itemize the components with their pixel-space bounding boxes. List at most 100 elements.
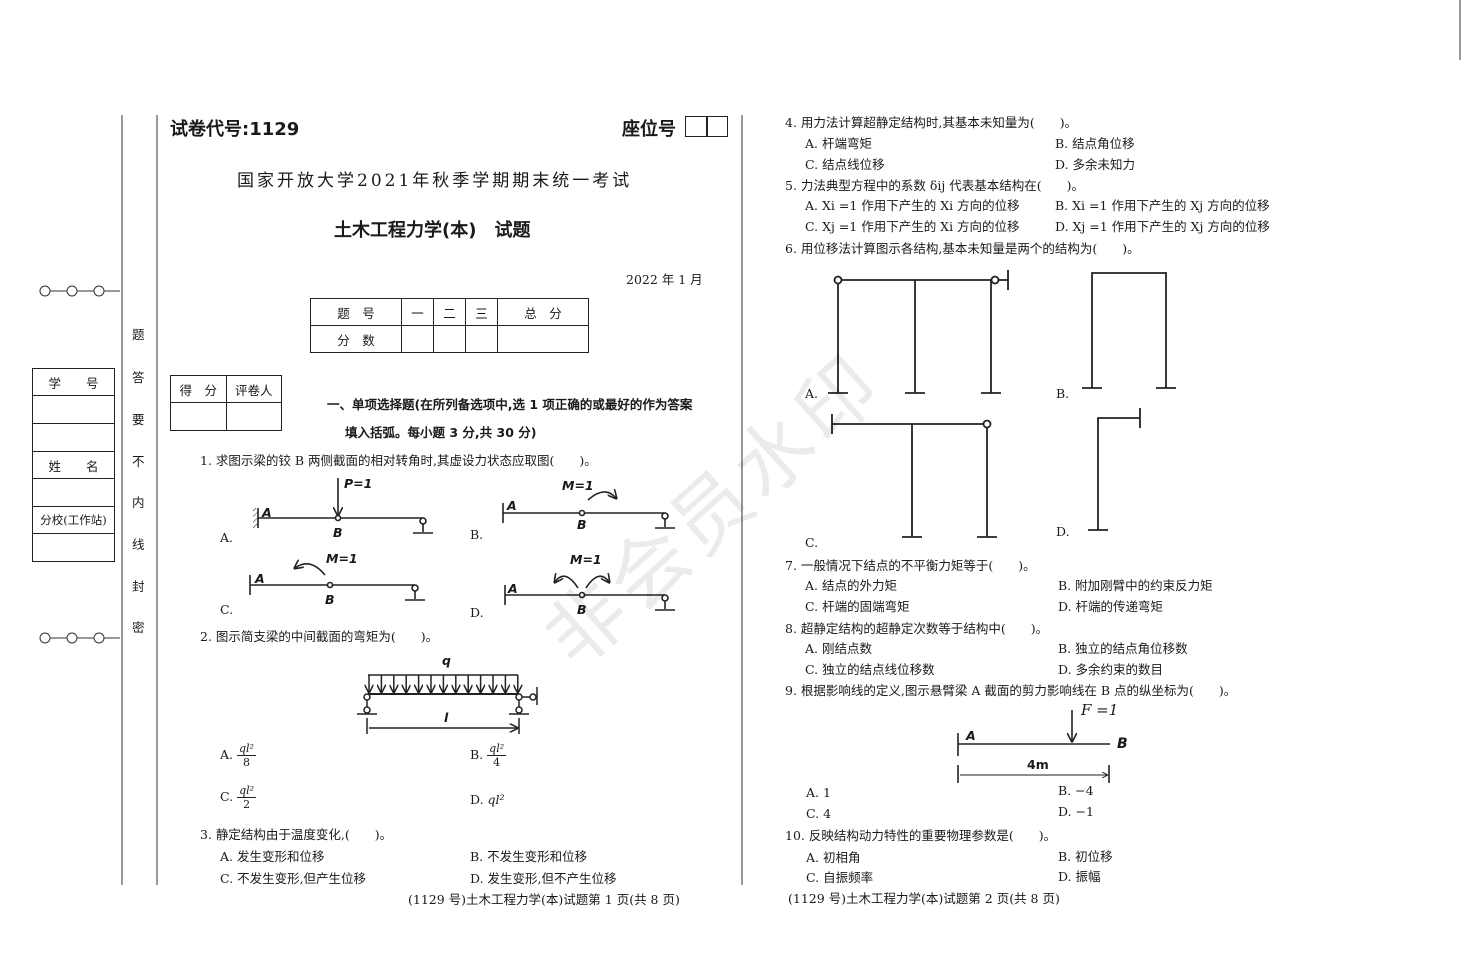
score-cell[interactable]	[496, 325, 590, 353]
q2-stem: 2. 图示简支梁的中间截面的弯矩为( )。	[200, 629, 439, 644]
q1-moment-label: M=1	[326, 551, 358, 566]
student-id-field-2[interactable]	[32, 423, 115, 452]
q3-option-d: D. 发生变形,但不产生位移	[470, 871, 617, 886]
q1-b-label: B	[333, 525, 343, 540]
q4-option-b: B. 结点角位移	[1055, 136, 1135, 151]
q6-option-a: A.	[805, 386, 819, 401]
q1-option-a: A.	[220, 530, 234, 545]
q1-b-label: B	[325, 592, 335, 607]
score-cell[interactable]	[464, 325, 498, 353]
student-info-table: 学 号 姓 名 分校(工作站)	[32, 368, 115, 562]
q8-option-d: D. 多余约束的数目	[1058, 662, 1164, 677]
page2-footer: (1129 号)土木工程力学(本)试题第 2 页(共 8 页)	[788, 891, 1060, 906]
q5-option-b: B. Xi =1 作用下产生的 Xj 方向的位移	[1055, 198, 1270, 213]
q6-figure-a	[828, 270, 1009, 394]
score-field[interactable]	[170, 402, 227, 431]
q2-option-d: D. ql²	[470, 792, 505, 807]
q10-stem: 10. 反映结构动力特性的重要物理参数是( )。	[785, 828, 1057, 843]
q7-option-c: C. 杆端的固端弯矩	[805, 599, 910, 614]
score-header-cell: 二	[433, 298, 466, 326]
q1-stem: 1. 求图示梁的铰 B 两侧截面的相对转角时,其虚设力状态应取图( )。	[200, 453, 597, 468]
score-cell[interactable]	[401, 325, 435, 353]
student-id-field[interactable]	[32, 395, 115, 424]
grader-table: 得 分评卷人	[170, 375, 282, 431]
q5-option-d: D. Xj =1 作用下产生的 Xj 方向的位移	[1055, 219, 1270, 234]
q6-option-d: D.	[1056, 524, 1070, 539]
q9-a-label: A	[966, 728, 976, 743]
q6-option-c: C.	[805, 535, 819, 550]
binding-circles-bottom	[39, 632, 120, 644]
q6-figure-c	[831, 414, 997, 538]
q1-option-b: B.	[470, 527, 484, 542]
q1-figure-d	[504, 576, 675, 611]
score-header-cell: 总 分	[496, 298, 590, 326]
option-key: A.	[220, 747, 234, 762]
q4-stem: 4. 用力法计算超静定结构时,其基本未知量为( )。	[785, 115, 1078, 130]
q3-stem: 3. 静定结构由于温度变化,( )。	[200, 827, 393, 842]
q7-option-d: D. 杆端的传递弯矩	[1058, 599, 1164, 614]
page1-footer: (1129 号)土木工程力学(本)试题第 1 页(共 8 页)	[408, 892, 680, 907]
q8-option-c: C. 独立的结点线位移数	[805, 662, 935, 677]
q9-length-label: 4m	[1027, 757, 1049, 772]
margin-char: 不	[132, 454, 145, 469]
q8-option-b: B. 独立的结点角位移数	[1058, 641, 1188, 656]
q1-a-label: A	[262, 505, 272, 520]
q7-option-a: A. 结点的外力矩	[805, 578, 897, 593]
margin-char: 内	[132, 495, 145, 510]
q4-option-a: A. 杆端弯矩	[805, 136, 872, 151]
q9-option-d: D. −1	[1058, 804, 1094, 819]
margin-char: 答	[132, 370, 145, 385]
q3-option-c: C. 不发生变形,但产生位移	[220, 871, 367, 886]
q8-option-a: A. 刚结点数	[805, 641, 872, 656]
section-heading: 一、单项选择题(在所列备选项中,选 1 项正确的或最好的作为答案	[327, 397, 693, 412]
score-cell[interactable]	[433, 325, 466, 353]
branch-field[interactable]	[32, 533, 115, 562]
score-label: 得 分	[170, 375, 227, 403]
q2-load-label: q	[442, 653, 451, 668]
q3-option-b: B. 不发生变形和位移	[470, 849, 588, 864]
q9-option-a: A. 1	[806, 785, 831, 800]
q1-option-c: C.	[220, 602, 234, 617]
q10-option-d: D. 振幅	[1058, 869, 1101, 884]
q2-figure	[357, 674, 538, 734]
numerator: ql²	[487, 742, 507, 756]
q9-force-label: F =1	[1081, 701, 1119, 719]
q8-stem: 8. 超静定结构的超静定次数等于结构中( )。	[785, 621, 1049, 636]
q5-stem: 5. 力法典型方程中的系数 δij 代表基本结构在( )。	[785, 178, 1084, 193]
q1-load-label: P=1	[344, 476, 373, 491]
q5-option-c: C. Xj =1 作用下产生的 Xi 方向的位移	[805, 219, 1020, 234]
numerator: ql²	[237, 742, 256, 756]
denominator: 8	[242, 756, 250, 769]
q6-option-b: B.	[1056, 386, 1070, 401]
seat-number-boxes[interactable]	[685, 116, 728, 137]
score-header-cell: 三	[464, 298, 498, 326]
score-header-cell: 题 号	[309, 298, 403, 326]
margin-char: 要	[132, 412, 145, 427]
student-id-label: 学 号	[32, 368, 115, 396]
exam-title: 国家开放大学2021年秋季学期期末统一考试	[237, 171, 633, 191]
q10-option-a: A. 初相角	[806, 850, 861, 865]
q9-stem: 9. 根据影响线的定义,图示悬臂梁 A 截面的剪力影响线在 B 点的纵坐标为( …	[785, 683, 1237, 698]
score-header-cell: 一	[401, 298, 435, 326]
score-summary-table: 题 号 一 二 三 总 分 分 数	[309, 298, 590, 353]
paper-title: 土木工程力学(本) 试题	[334, 220, 531, 241]
margin-char: 题	[132, 327, 145, 342]
q9-option-c: C. 4	[806, 806, 832, 821]
name-label: 姓 名	[32, 451, 115, 479]
q1-figure-a	[253, 478, 433, 534]
q1-moment-label: M=1	[570, 552, 602, 567]
q1-figure-b	[502, 492, 675, 529]
margin-char: 密	[132, 620, 145, 635]
q10-option-c: C. 自振频率	[806, 870, 874, 885]
q1-a-label: A	[255, 571, 265, 586]
q1-figure-c	[249, 564, 425, 601]
name-field[interactable]	[32, 478, 115, 507]
grader-field[interactable]	[225, 402, 282, 431]
margin-char: 封	[132, 579, 145, 594]
option-key: B.	[470, 747, 484, 762]
